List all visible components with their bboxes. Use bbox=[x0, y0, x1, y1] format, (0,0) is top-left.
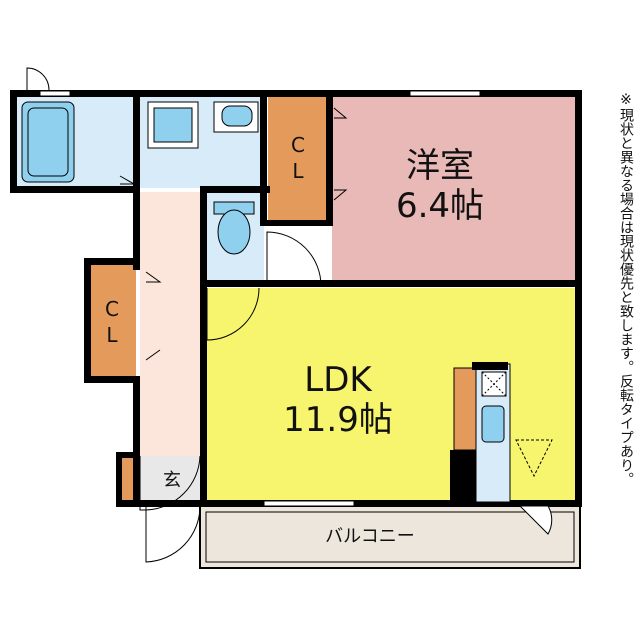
closet-bedroom-line2: L bbox=[292, 159, 304, 183]
kitchen-cabinet bbox=[453, 367, 477, 451]
door-swings bbox=[26, 67, 553, 563]
balcony-label: バルコニー bbox=[325, 526, 415, 547]
toilet-bowl bbox=[217, 209, 251, 255]
ldk-room bbox=[206, 288, 578, 502]
closet-hall-label: C L bbox=[100, 296, 124, 348]
ldk-room-size: 11.9帖 bbox=[283, 400, 393, 440]
sink bbox=[481, 405, 505, 443]
closet-bedroom-line1: C bbox=[291, 133, 305, 157]
closet-bedroom-label: C L bbox=[286, 132, 310, 184]
fridge-space bbox=[450, 450, 476, 502]
walls bbox=[10, 90, 582, 507]
western-room-size: 6.4帖 bbox=[395, 186, 485, 226]
ldk-room-label: LDK 11.9帖 bbox=[258, 360, 418, 440]
entrance bbox=[140, 456, 202, 502]
hallway bbox=[140, 192, 202, 456]
windows bbox=[39, 90, 481, 507]
western-room-name: 洋室 bbox=[406, 146, 474, 186]
closet-door-marks bbox=[119, 107, 348, 361]
closet-hall-line1: C bbox=[105, 297, 119, 321]
disclaimer-note: ※現状と異なる場合は現状優先と致します。反転タイプあり。 bbox=[618, 92, 634, 486]
ldk-room-name: LDK bbox=[304, 360, 372, 400]
western-room bbox=[332, 96, 578, 284]
closet-bedroom bbox=[268, 96, 328, 220]
closet-hall-line2: L bbox=[106, 323, 118, 347]
entrance-label: 玄 bbox=[163, 470, 181, 491]
western-room-label: 洋室 6.4帖 bbox=[370, 146, 510, 226]
closet-hall bbox=[88, 264, 136, 378]
